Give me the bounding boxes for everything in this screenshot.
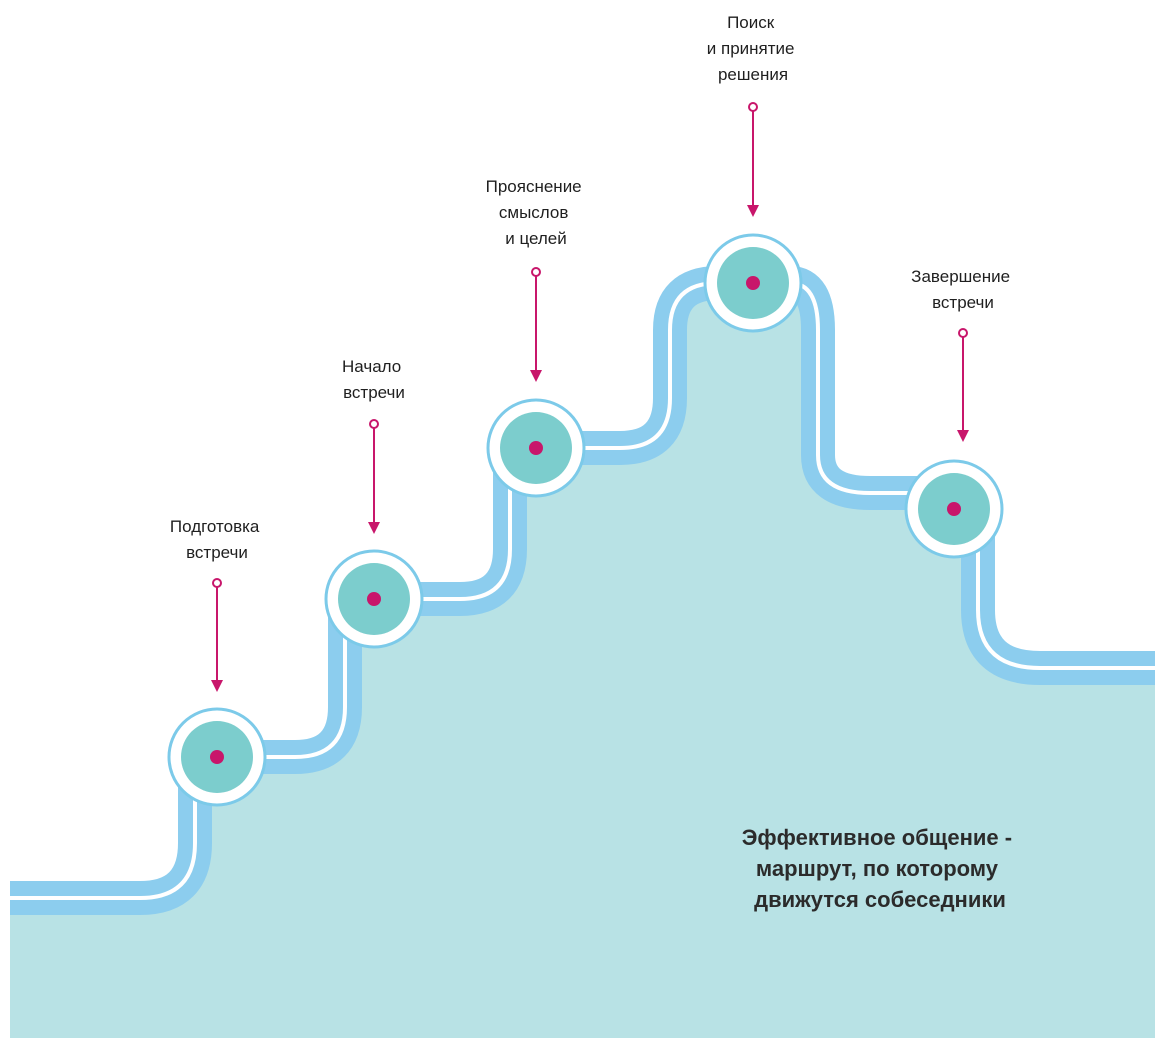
arrow-down-icon xyxy=(368,419,380,534)
route-area-fill xyxy=(10,283,1155,1038)
node-center-dot xyxy=(210,750,224,764)
node-circle-icon xyxy=(703,233,803,333)
route-track xyxy=(10,266,1155,915)
step-clarifying-meanings: Прояснение смыслов и целей xyxy=(486,177,587,498)
arrow-down-icon xyxy=(530,267,542,382)
arrow-head xyxy=(211,680,223,692)
arrow-head xyxy=(368,522,380,534)
step-label: Завершение встречи xyxy=(911,267,1015,312)
arrow-origin-dot xyxy=(531,267,541,277)
arrow-head xyxy=(747,205,759,217)
route-track-centerline xyxy=(10,281,1155,900)
arrow-down-icon xyxy=(211,578,223,692)
node-circle-icon xyxy=(486,398,586,498)
arrow-origin-dot xyxy=(369,419,379,429)
step-meeting-start: Начало встречи xyxy=(324,357,424,649)
step-label: Начало встречи xyxy=(342,357,406,402)
arrow-down-icon xyxy=(957,328,969,442)
arrow-origin-dot xyxy=(958,328,968,338)
arrow-down-icon xyxy=(747,102,759,217)
step-label: Подготовка встречи xyxy=(170,517,264,562)
node-center-dot xyxy=(746,276,760,290)
arrow-head xyxy=(530,370,542,382)
step-preparation: Подготовка встречи xyxy=(167,517,267,807)
arrow-head xyxy=(957,430,969,442)
arrow-origin-dot xyxy=(212,578,222,588)
step-label: Поиск и принятие решения xyxy=(707,13,799,84)
node-circle-icon xyxy=(167,707,267,807)
diagram-caption: Эффективное общение - маршрут, по которо… xyxy=(742,825,1018,912)
node-center-dot xyxy=(367,592,381,606)
step-decision-making: Поиск и принятие решения xyxy=(703,13,803,333)
node-center-dot xyxy=(947,502,961,516)
step-label: Прояснение смыслов и целей xyxy=(486,177,587,248)
node-circle-icon xyxy=(324,549,424,649)
arrow-origin-dot xyxy=(748,102,758,112)
node-circle-icon xyxy=(904,459,1004,559)
node-center-dot xyxy=(529,441,543,455)
step-meeting-end: Завершение встречи xyxy=(904,267,1015,559)
